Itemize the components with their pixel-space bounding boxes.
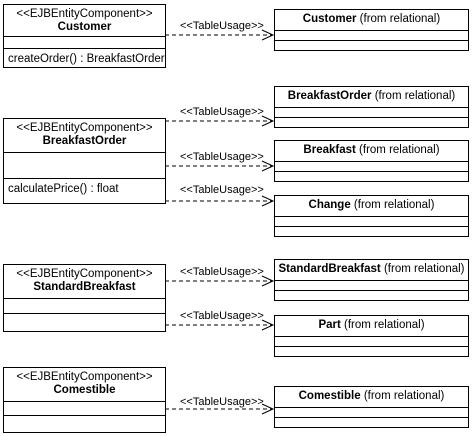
table-header: BreakfastOrder (from relational) (275, 87, 468, 108)
table-compartment (275, 281, 468, 291)
table-compartment (275, 118, 468, 128)
table-change[interactable]: Change (from relational) (274, 195, 469, 237)
table-comestible[interactable]: Comestible (from relational) (274, 386, 469, 428)
component-comestible[interactable]: <<EJBEntityComponent>> Comestible (3, 367, 166, 433)
table-compartment (275, 227, 468, 237)
table-source: (from relational) (344, 319, 425, 331)
table-source: (from relational) (363, 390, 445, 402)
table-compartment (275, 291, 468, 301)
table-customer[interactable]: Customer (from relational) (274, 9, 469, 51)
component-header: <<EJBEntityComponent>> StandardBreakfast (4, 265, 165, 299)
usage-label: <<TableUsage>> (180, 151, 264, 163)
table-name: Customer (302, 13, 357, 25)
table-name: StandardBreakfast (278, 263, 381, 275)
table-compartment (275, 31, 468, 41)
table-header: Part (from relational) (275, 316, 468, 337)
table-compartment (275, 172, 468, 182)
table-header: Breakfast (from relational) (275, 141, 468, 162)
table-name: Comestible (298, 390, 361, 402)
table-compartment (275, 41, 468, 51)
attribute-compartment (4, 153, 165, 179)
arrowhead (261, 403, 275, 415)
table-name: Breakfast (303, 144, 356, 156)
table-source: (from relational) (359, 144, 440, 156)
table-header: Customer (from relational) (275, 10, 468, 31)
table-breakfastorder[interactable]: BreakfastOrder (from relational) (274, 86, 469, 128)
table-name: Change (308, 199, 351, 211)
component-breakfastorder[interactable]: <<EJBEntityComponent>> BreakfastOrder ca… (3, 118, 166, 204)
table-compartment (275, 217, 468, 227)
component-stereotype: <<EJBEntityComponent>> (16, 268, 153, 280)
table-source: (from relational) (383, 263, 465, 275)
component-stereotype: <<EJBEntityComponent>> (16, 371, 153, 383)
table-compartment (275, 418, 468, 428)
table-name: Part (318, 319, 341, 331)
table-compartment (275, 108, 468, 118)
table-compartment (275, 347, 468, 357)
table-standardbreakfast[interactable]: StandardBreakfast (from relational) (274, 259, 469, 301)
usage-label: <<TableUsage>> (180, 20, 264, 32)
table-breakfast[interactable]: Breakfast (from relational) (274, 140, 469, 182)
table-source: (from relational) (374, 90, 456, 102)
component-customer[interactable]: <<EJBEntityComponent>> Customer createOr… (3, 4, 166, 68)
component-name: BreakfastOrder (42, 135, 127, 147)
arrowhead (261, 160, 275, 172)
component-header: <<EJBEntityComponent>> BreakfastOrder (4, 119, 165, 153)
component-name: Comestible (53, 384, 116, 396)
component-operation: createOrder() : BreakfastOrder (8, 53, 165, 65)
arrowhead (261, 115, 275, 127)
table-compartment (275, 337, 468, 347)
usage-label: <<TableUsage>> (180, 184, 264, 196)
usage-label: <<TableUsage>> (180, 396, 264, 408)
component-operation: calculatePrice() : float (8, 183, 119, 195)
table-header: Change (from relational) (275, 196, 468, 217)
component-stereotype: <<EJBEntityComponent>> (16, 122, 153, 134)
component-header: <<EJBEntityComponent>> Customer (4, 5, 165, 37)
arrowhead (261, 275, 275, 287)
component-stereotype: <<EJBEntityComponent>> (16, 8, 153, 20)
arrowhead (261, 29, 275, 41)
usage-label: <<TableUsage>> (180, 106, 264, 118)
table-header: StandardBreakfast (from relational) (275, 260, 468, 281)
table-source: (from relational) (359, 13, 441, 25)
usage-label: <<TableUsage>> (180, 266, 264, 278)
attribute-compartment (4, 402, 165, 416)
table-name: BreakfastOrder (287, 90, 372, 102)
arrowhead (261, 195, 275, 207)
arrowhead (261, 319, 275, 331)
usage-label: <<TableUsage>> (180, 310, 264, 322)
component-header: <<EJBEntityComponent>> Comestible (4, 368, 165, 402)
attribute-compartment (4, 299, 165, 314)
component-name: Customer (57, 21, 112, 33)
table-compartment (275, 408, 468, 418)
table-compartment (275, 162, 468, 172)
attribute-compartment (4, 37, 165, 49)
component-standardbreakfast[interactable]: <<EJBEntityComponent>> StandardBreakfast (3, 264, 166, 332)
table-source: (from relational) (353, 199, 435, 211)
component-name: StandardBreakfast (33, 281, 136, 293)
table-header: Comestible (from relational) (275, 387, 468, 408)
table-part[interactable]: Part (from relational) (274, 315, 469, 357)
